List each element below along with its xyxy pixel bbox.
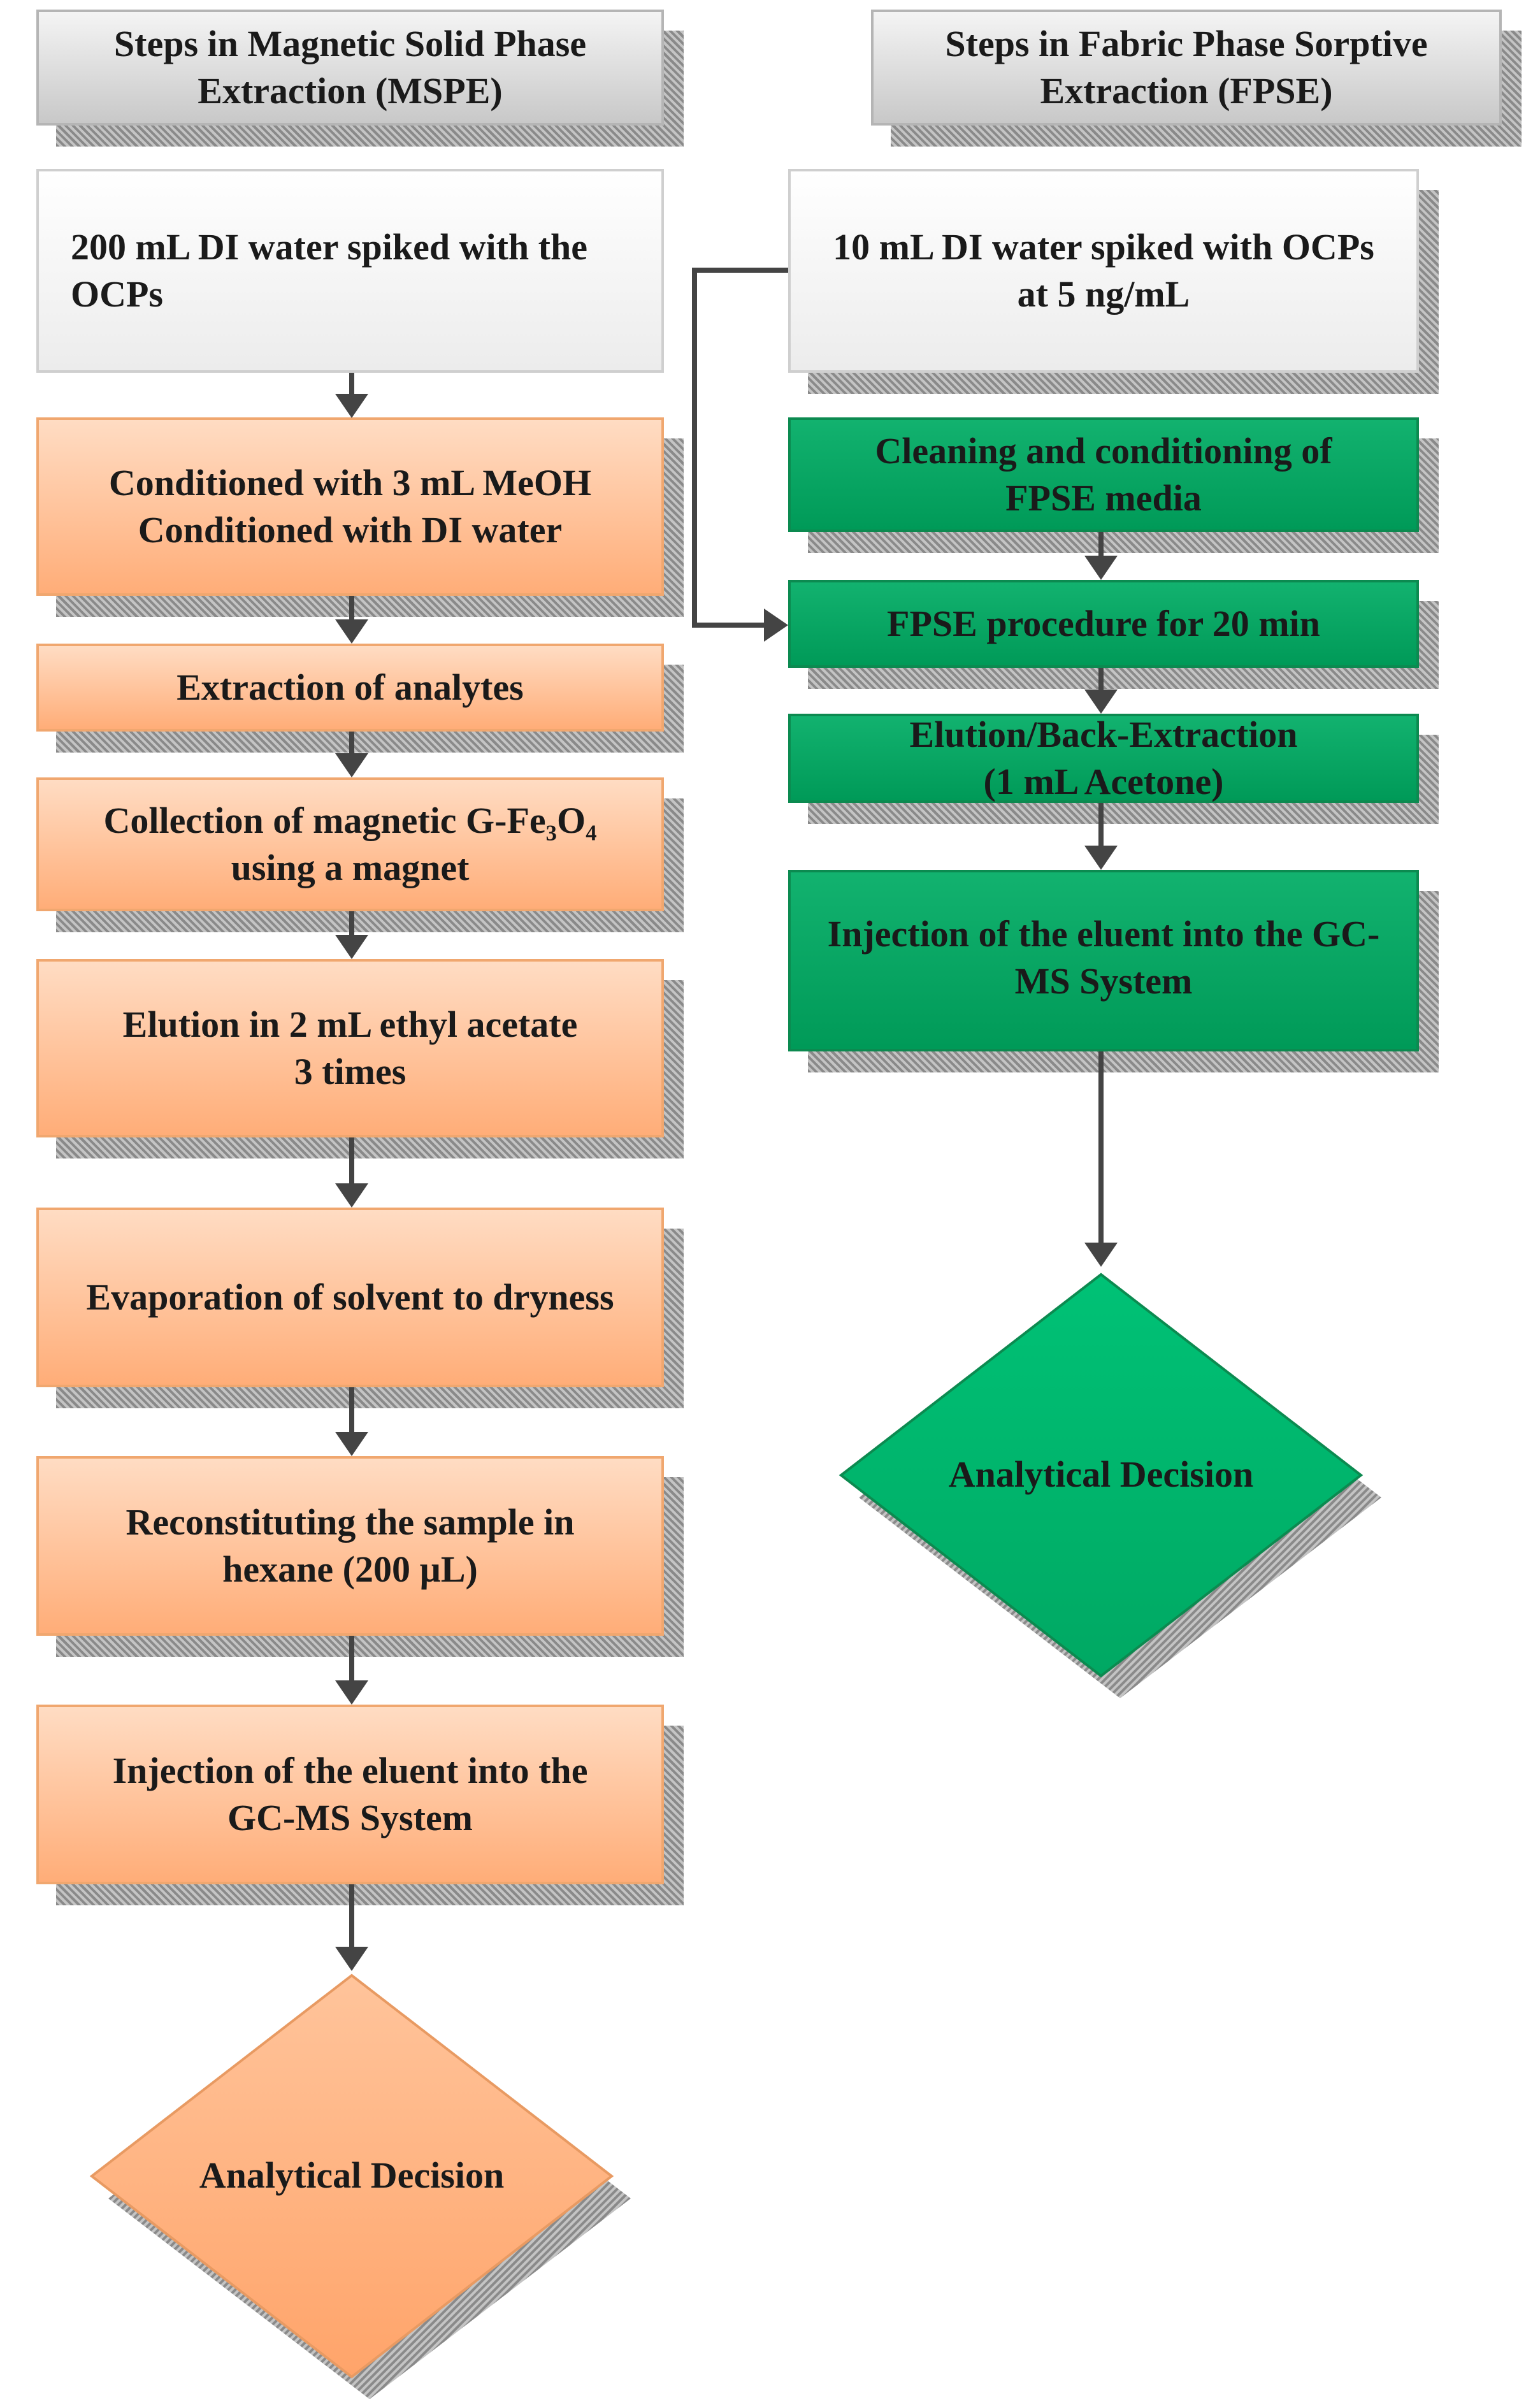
fpse-header: Steps in Fabric Phase Sorptive Extractio… [871, 10, 1502, 126]
mspe-step-extraction: Extraction of analytes [36, 644, 664, 732]
arrow-down [335, 394, 368, 418]
connector-line [349, 1636, 354, 1684]
mspe-step-reconstituting: Reconstituting the sample in hexane (200… [36, 1456, 664, 1636]
fpse-decision-diamond [838, 1273, 1364, 1678]
arrow-down [335, 1183, 368, 1208]
connector-line [692, 268, 788, 273]
arrow-down [335, 1432, 368, 1456]
mspe-header: Steps in Magnetic Solid Phase Extraction… [36, 10, 664, 126]
connector-line [349, 911, 354, 937]
connector-line [349, 1884, 354, 1951]
connector-line [1098, 668, 1104, 693]
fpse-step-procedure: FPSE procedure for 20 min [788, 580, 1419, 668]
arrow-down [335, 935, 368, 959]
mspe-step-evaporation: Evaporation of solvent to dryness [36, 1208, 664, 1387]
arrow-down [335, 619, 368, 644]
mspe-decision-label: Analytical Decision [199, 2154, 505, 2196]
arrow-down [335, 1680, 368, 1705]
mspe-decision-diamond [89, 1974, 614, 2379]
fpse-start-step: 10 mL DI water spiked with OCPs at 5 ng/… [788, 169, 1419, 373]
mspe-step-injection: Injection of the eluent into the GC-MS S… [36, 1705, 664, 1884]
fpse-step-elution: Elution/Back-Extraction (1 mL Acetone) [788, 714, 1419, 803]
connector-line [349, 596, 354, 621]
arrow-down [335, 753, 368, 777]
arrow-right [764, 609, 788, 642]
fpse-step-injection: Injection of the eluent into the GC- MS … [788, 870, 1419, 1051]
fpse-decision-label: Analytical Decision [948, 1454, 1254, 1495]
connector-line [1098, 1051, 1104, 1246]
connector-line [1098, 532, 1104, 558]
connector-line [349, 1137, 354, 1185]
connector-line [1098, 803, 1104, 848]
arrow-down [1084, 689, 1118, 714]
connector-line [349, 373, 354, 398]
connector-line [692, 268, 697, 628]
mspe-step-conditioning: Conditioned with 3 mL MeOH Conditioned w… [36, 417, 664, 596]
arrow-down [335, 1947, 368, 1971]
mspe-step-elution: Elution in 2 mL ethyl acetate 3 times [36, 959, 664, 1137]
arrow-down [1084, 846, 1118, 870]
arrow-down [1084, 556, 1118, 580]
arrow-down [1084, 1243, 1118, 1267]
mspe-start-step: 200 mL DI water spiked with the OCPs [36, 169, 664, 373]
connector-line [349, 1387, 354, 1435]
connector-line [692, 623, 765, 628]
mspe-step-collection: Collection of magnetic G-Fe₃O₄ using a m… [36, 777, 664, 911]
connector-line [349, 732, 354, 757]
fpse-step-cleaning: Cleaning and conditioning of FPSE media [788, 417, 1419, 532]
